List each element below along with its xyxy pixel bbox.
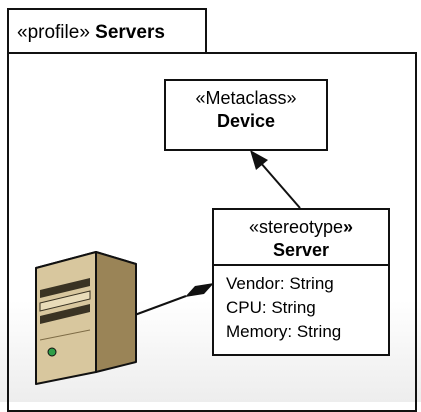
package-name: Servers [95,22,165,43]
metaclass-device-box: «Metaclass» Device [164,79,328,151]
composition-line [131,295,187,317]
extension-line [259,161,301,209]
extension-arrowhead [250,150,268,170]
stereotype-attributes: Vendor: String CPU: String Memory: Strin… [214,266,388,344]
server-tower-icon [35,251,137,385]
stereotype-name: Server [272,240,330,260]
metaclass-name: Device [216,111,276,131]
stereotype-header: «stereotype» Server [214,210,388,266]
attribute-cpu: CPU: String [226,298,316,317]
composition-diamond [185,283,214,297]
package-keyword: «profile» [17,22,90,43]
package-tab: «profile» Servers [7,8,207,53]
attribute-memory: Memory: String [226,322,342,341]
attribute-vendor: Vendor: String [226,274,334,293]
stereotype-keyword: «stereotype» [248,217,354,237]
stereotype-server-box: «stereotype» Server Vendor: String CPU: … [212,208,390,356]
diagram-links [35,150,301,385]
metaclass-keyword: «Metaclass» [195,88,297,108]
